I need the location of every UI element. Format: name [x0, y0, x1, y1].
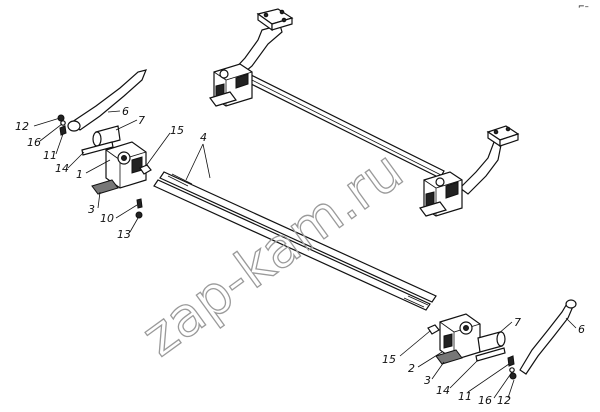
callout-right-14: 14 [436, 384, 450, 397]
left-bolt-11 [59, 125, 67, 136]
leader-6-right [565, 317, 577, 329]
plate-bolt [505, 126, 511, 132]
callout-left-12: 12 [15, 120, 29, 133]
left-bracket-hole-core [121, 155, 127, 161]
left-nut-12 [57, 114, 65, 122]
shaft-splines [403, 295, 429, 308]
callout-right-16: 16 [478, 394, 492, 407]
callout-left-16: 16 [27, 136, 41, 149]
assembled-stabilizer [209, 8, 520, 217]
right-bracket-hole-core [463, 325, 469, 331]
corner-mark: ⌐– [578, 2, 589, 11]
leader-12-right [507, 379, 515, 399]
callout-right-12: 12 [497, 394, 511, 407]
left-bracket-bushing [219, 69, 229, 79]
leader-14-left [67, 151, 85, 169]
callout-left-3: 3 [88, 203, 95, 216]
left-nut-13 [135, 211, 143, 219]
shaft-lower [153, 179, 431, 311]
callout-right-2: 2 [408, 362, 415, 375]
watermark-text: zap-kam.ru [131, 138, 415, 368]
callout-left-15: 15 [170, 124, 184, 137]
leader-11-left [55, 133, 64, 155]
callout-right-6: 6 [578, 323, 585, 336]
plate-bolt [263, 12, 269, 18]
callout-left-11: 11 [43, 149, 57, 162]
plate-bolt [279, 9, 285, 15]
right-pin-14 [475, 347, 506, 362]
right-exploded-parts: 15 2 3 14 11 16 12 7 6 [382, 299, 585, 407]
leader-2-right [417, 351, 443, 368]
left-bracket-base [209, 91, 237, 107]
leader-3-left [97, 191, 101, 209]
right-bracket-bushing [435, 177, 445, 187]
left-bushing-end [92, 131, 102, 147]
right-arm-eye [565, 299, 577, 309]
callout-left-7: 7 [138, 114, 145, 127]
leader-1-left [85, 159, 111, 174]
callout-left-6: 6 [122, 105, 129, 118]
right-nut-12 [509, 372, 517, 380]
left-bracket-shade [235, 73, 249, 89]
callout-left-14: 14 [55, 162, 69, 175]
right-washer-16 [509, 367, 515, 373]
right-bolt-11 [507, 355, 515, 367]
left-nut-15 [139, 164, 152, 175]
leader-3-right [431, 361, 445, 380]
callout-left-13: 13 [117, 228, 131, 241]
leader-14-right [449, 359, 479, 389]
leader-13-left [129, 217, 139, 233]
callout-right-7: 7 [514, 316, 521, 329]
leader-11-right [467, 363, 510, 393]
callout-left-1: 1 [76, 168, 83, 181]
leader-16-left [39, 123, 63, 142]
right-arm-6 [519, 301, 575, 375]
plate-bolt [493, 129, 499, 135]
left-arm-6 [71, 69, 147, 131]
callout-right-3: 3 [424, 374, 431, 387]
right-bushing-end [496, 331, 506, 347]
leader-7-left [115, 119, 138, 131]
leader-7-right [497, 321, 513, 335]
shaft-splines [167, 173, 193, 187]
leader-15-left [145, 132, 171, 167]
leader-12-left [33, 117, 61, 127]
assembled-bar [234, 68, 445, 179]
callout-left-10: 10 [100, 212, 114, 225]
left-arm-eye [67, 120, 81, 132]
right-bracket-base [419, 201, 447, 217]
stabilizer-shaft: 4 [153, 131, 437, 311]
assembled-bar-highlight [237, 72, 442, 176]
left-bracket-1 [105, 141, 147, 189]
leader-6-left [107, 110, 121, 113]
left-exploded-parts: 12 16 11 14 1 3 10 13 6 7 15 [15, 69, 184, 241]
left-bolt-10 [136, 198, 143, 209]
right-nut-15 [427, 324, 440, 335]
left-plate-3 [91, 179, 119, 195]
leader-16-right [493, 371, 513, 399]
callout-right-15: 15 [382, 353, 396, 366]
callout-right-11: 11 [458, 390, 472, 403]
plate-bolt [281, 17, 287, 23]
callout-shaft: 4 [200, 131, 207, 144]
leader-10-left [115, 204, 138, 219]
leader-4 [185, 143, 211, 181]
lower-right-plate-front [499, 133, 519, 147]
right-plate-3 [435, 349, 463, 365]
left-bracket-shade [131, 156, 143, 174]
right-bracket-shade [443, 333, 453, 349]
shaft-upper [159, 171, 437, 303]
leader-15-right [399, 330, 431, 357]
lower-right-arm [459, 139, 503, 195]
right-bracket-shade [445, 181, 459, 199]
